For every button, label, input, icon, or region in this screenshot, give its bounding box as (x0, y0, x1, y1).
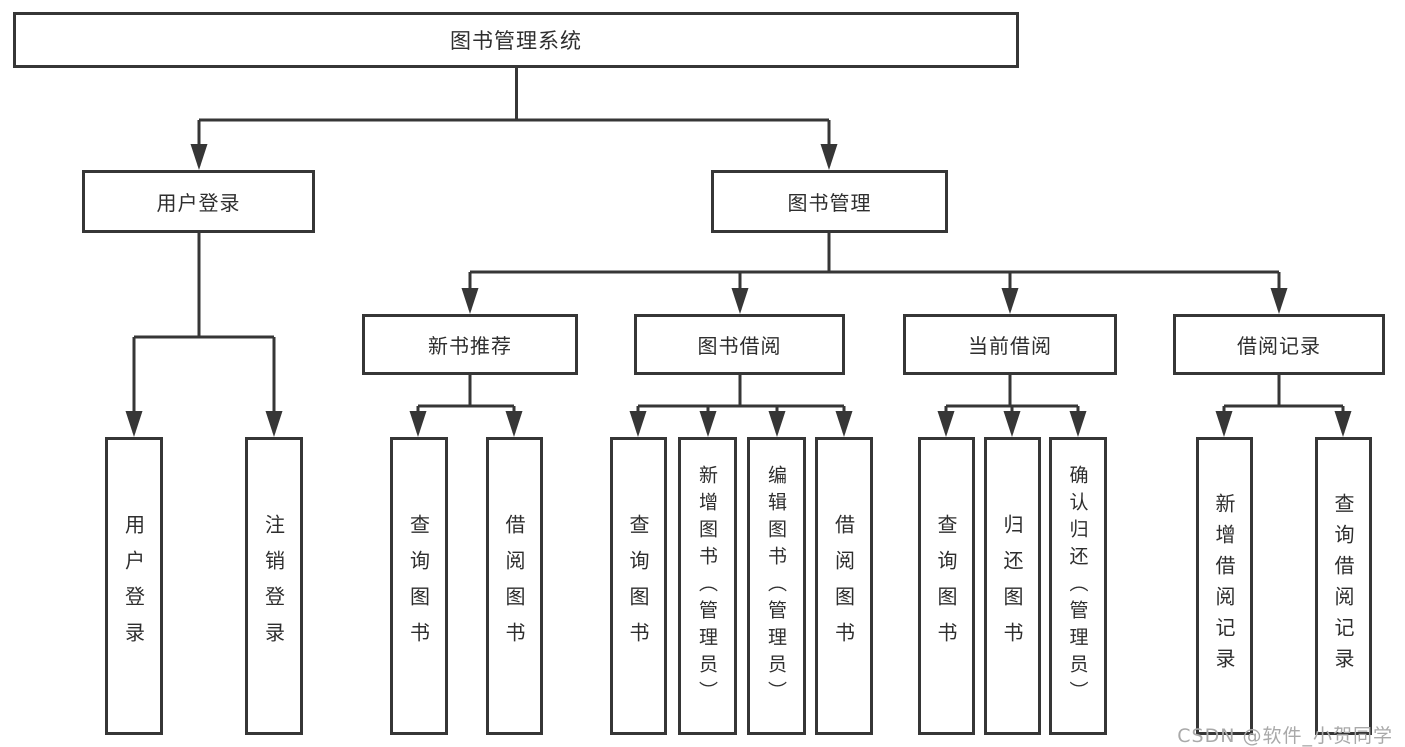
arrowheads (125, 144, 1352, 437)
leaf-logout: 注销登录 (245, 437, 303, 735)
leaf-br-add-record: 新增借阅记录 (1196, 437, 1253, 735)
leaf-cb-confirm-return-admin: 确认归还（管理员） (1049, 437, 1107, 735)
leaf-bb-edit-book-admin: 编辑图书（管理员） (747, 437, 806, 735)
node-book-borrowing: 图书借阅 (634, 314, 845, 375)
node-new-book-recommend: 新书推荐 (362, 314, 578, 375)
node-current-borrowing: 当前借阅 (903, 314, 1117, 375)
node-library-management-system: 图书管理系统 (13, 12, 1019, 68)
leaf-user-login: 用户登录 (105, 437, 163, 735)
leaf-cb-return-book: 归还图书 (984, 437, 1041, 735)
leaf-nb-query-book: 查询图书 (390, 437, 448, 735)
leaf-nb-borrow-book: 借阅图书 (486, 437, 543, 735)
leaf-br-query-record: 查询借阅记录 (1315, 437, 1372, 735)
leaf-bb-query-book: 查询图书 (610, 437, 667, 735)
node-book-management: 图书管理 (711, 170, 948, 233)
watermark-text: CSDN @软件_小贺同学 (1177, 725, 1393, 747)
node-user-login: 用户登录 (82, 170, 315, 233)
leaf-cb-query-book: 查询图书 (918, 437, 975, 735)
leaf-bb-borrow-book: 借阅图书 (815, 437, 873, 735)
node-borrowing-records: 借阅记录 (1173, 314, 1385, 375)
leaf-bb-add-book-admin: 新增图书（管理员） (678, 437, 737, 735)
